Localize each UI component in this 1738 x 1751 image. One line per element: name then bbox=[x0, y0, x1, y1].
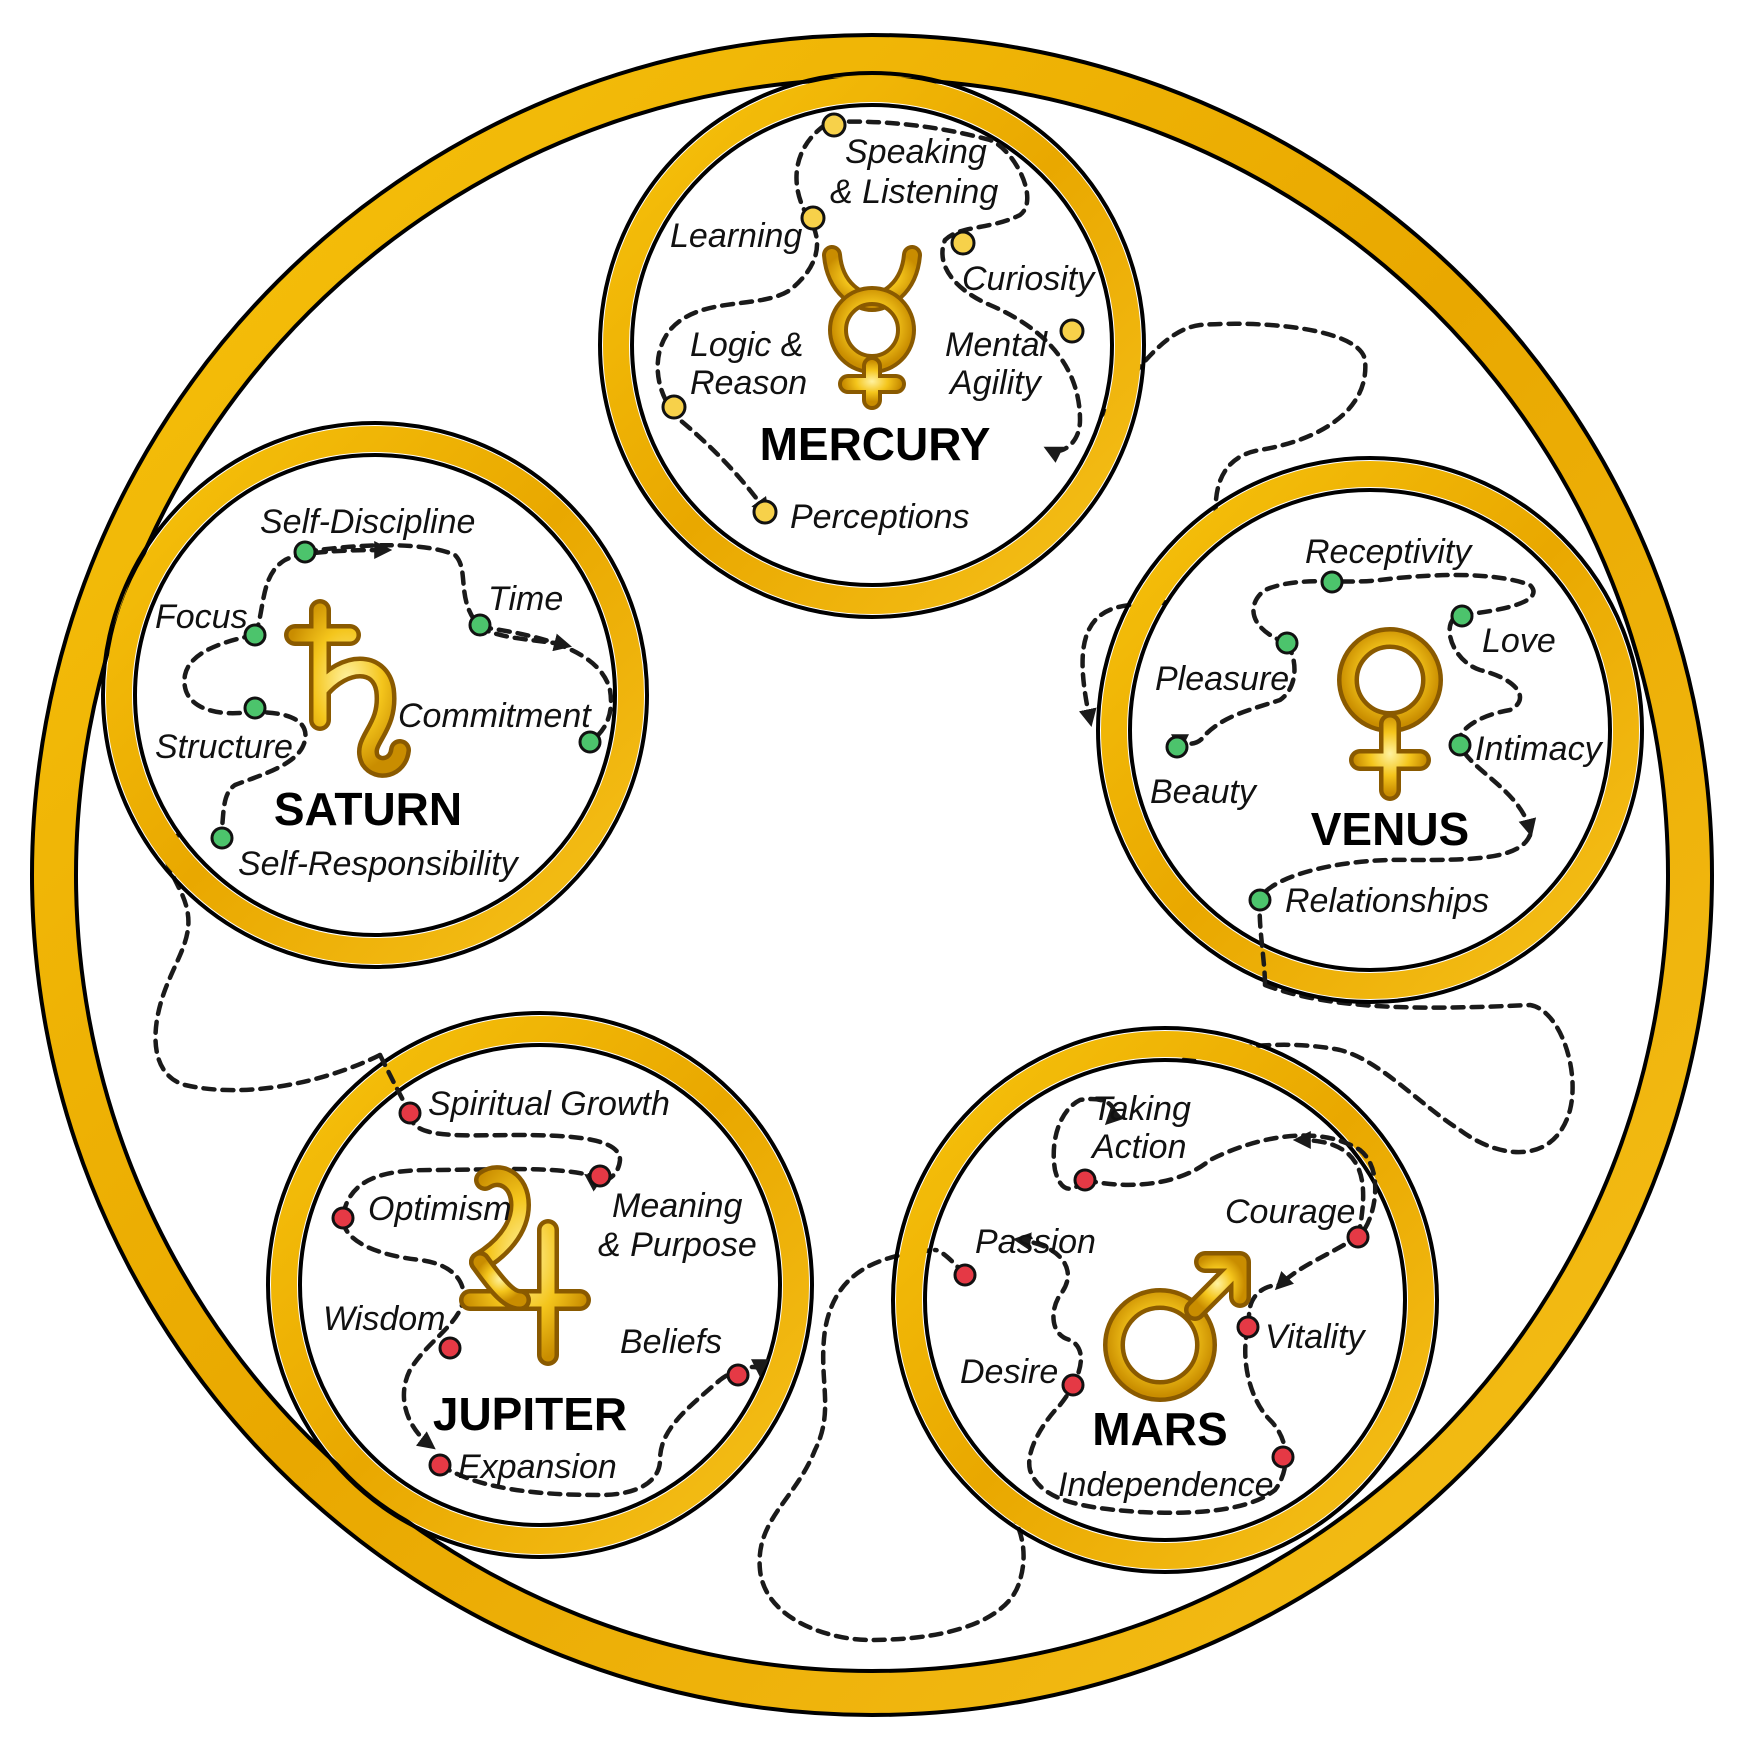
trait-label: Perceptions bbox=[790, 498, 970, 536]
trait-dot bbox=[1275, 631, 1299, 655]
trait-label: Passion bbox=[975, 1223, 1096, 1261]
venus-symbol-icon bbox=[1337, 627, 1443, 801]
trait-label: Self-Discipline bbox=[260, 503, 475, 541]
trait-dot bbox=[800, 205, 826, 231]
trait-dot bbox=[726, 1363, 750, 1387]
trait-dot bbox=[953, 1263, 977, 1287]
trait-label: Desire bbox=[960, 1353, 1058, 1391]
trait-dot bbox=[1248, 888, 1272, 912]
trait-dot bbox=[1271, 1445, 1295, 1469]
trait-label: Wisdom bbox=[323, 1300, 446, 1338]
trait-dot bbox=[331, 1206, 355, 1230]
planet-name: VENUS bbox=[1311, 803, 1469, 855]
path-mars-to-jupiter bbox=[757, 1247, 1026, 1643]
trait-label: Learning bbox=[670, 217, 802, 255]
trait-dot bbox=[821, 112, 847, 138]
planet-venus: Receptivity Love Pleasure Intimacy Beaut… bbox=[1096, 456, 1644, 1004]
path-venus-to-mars bbox=[1178, 982, 1575, 1155]
mercury-symbol-icon bbox=[822, 245, 922, 410]
trait-dot bbox=[398, 1101, 422, 1125]
planet-name: SATURN bbox=[274, 783, 462, 835]
trait-label: Courage bbox=[1225, 1193, 1355, 1231]
trait-dot bbox=[468, 613, 492, 637]
trait-label: Commitment bbox=[398, 697, 592, 735]
trait-dot bbox=[661, 394, 687, 420]
trait-label: Vitality bbox=[1265, 1318, 1367, 1356]
trait-label: Focus bbox=[155, 598, 248, 636]
trait-label: Logic & bbox=[690, 326, 803, 364]
trait-label: Beliefs bbox=[620, 1323, 722, 1361]
trait-label: Intimacy bbox=[1475, 730, 1604, 768]
trait-label: Love bbox=[1482, 622, 1556, 660]
trait-dot bbox=[1450, 604, 1474, 628]
trait-dot bbox=[210, 826, 234, 850]
saturn-trait-path bbox=[252, 541, 393, 638]
planet-jupiter: Spiritual Growth Optimism Meaning & Purp… bbox=[266, 1011, 814, 1559]
saturn-symbol-icon bbox=[284, 599, 411, 778]
mars-trait-path bbox=[1051, 1096, 1124, 1191]
trait-dot bbox=[1059, 318, 1085, 344]
trait-label: Beauty bbox=[1150, 773, 1258, 811]
trait-label: & Listening bbox=[830, 173, 998, 211]
mars-symbol-icon bbox=[1103, 1251, 1251, 1402]
trait-label: Time bbox=[488, 580, 563, 618]
trait-dot bbox=[428, 1453, 452, 1477]
planet-mars: Taking Action Courage Passion Vitality D… bbox=[891, 1026, 1439, 1574]
planet-saturn: Self-Discipline Focus Time Commitment St… bbox=[101, 421, 649, 969]
trait-dot bbox=[1061, 1373, 1085, 1397]
trait-dot bbox=[588, 1164, 612, 1188]
planet-name: MARS bbox=[1092, 1403, 1227, 1455]
trait-label: Pleasure bbox=[1155, 660, 1289, 698]
trait-label: Receptivity bbox=[1305, 533, 1473, 571]
trait-label: Speaking bbox=[845, 133, 987, 171]
trait-label: Self-Responsibility bbox=[238, 845, 520, 883]
trait-dot bbox=[1236, 1315, 1260, 1339]
jupiter-trait-path bbox=[407, 1110, 623, 1192]
trait-dot bbox=[1448, 733, 1472, 757]
trait-dot bbox=[243, 623, 267, 647]
trait-label: Structure bbox=[155, 728, 293, 766]
trait-label: Relationships bbox=[1285, 882, 1489, 920]
trait-dot bbox=[950, 230, 976, 256]
planet-mercury: Speaking & Listening Learning Curiosity … bbox=[598, 71, 1146, 619]
trait-label: Meaning bbox=[612, 1187, 743, 1225]
trait-dot bbox=[1346, 1225, 1370, 1249]
planet-name: JUPITER bbox=[433, 1388, 627, 1440]
trait-dot bbox=[293, 540, 317, 564]
trait-label: Taking bbox=[1092, 1090, 1191, 1128]
trait-label: Expansion bbox=[458, 1448, 617, 1486]
trait-dot bbox=[1165, 735, 1189, 759]
planet-name: MERCURY bbox=[760, 418, 991, 470]
trait-dot bbox=[578, 730, 602, 754]
trait-label: Reason bbox=[690, 364, 807, 402]
outer-ring bbox=[30, 33, 1714, 1717]
trait-dot bbox=[752, 499, 778, 525]
trait-label: Action bbox=[1090, 1128, 1187, 1166]
trait-label: Independence bbox=[1058, 1466, 1274, 1504]
trait-label: & Purpose bbox=[598, 1226, 757, 1264]
path-jupiter-to-saturn bbox=[153, 827, 383, 1093]
trait-dot bbox=[1073, 1168, 1097, 1192]
trait-label: Mental bbox=[945, 326, 1048, 364]
trait-label: Optimism bbox=[368, 1190, 512, 1228]
trait-label: Agility bbox=[948, 364, 1043, 402]
jupiter-symbol-icon bbox=[459, 1165, 591, 1366]
trait-label: Curiosity bbox=[962, 260, 1096, 298]
trait-dot bbox=[1320, 570, 1344, 594]
trait-label: Spiritual Growth bbox=[428, 1085, 670, 1123]
trait-dot bbox=[243, 696, 267, 720]
trait-dot bbox=[438, 1336, 462, 1360]
